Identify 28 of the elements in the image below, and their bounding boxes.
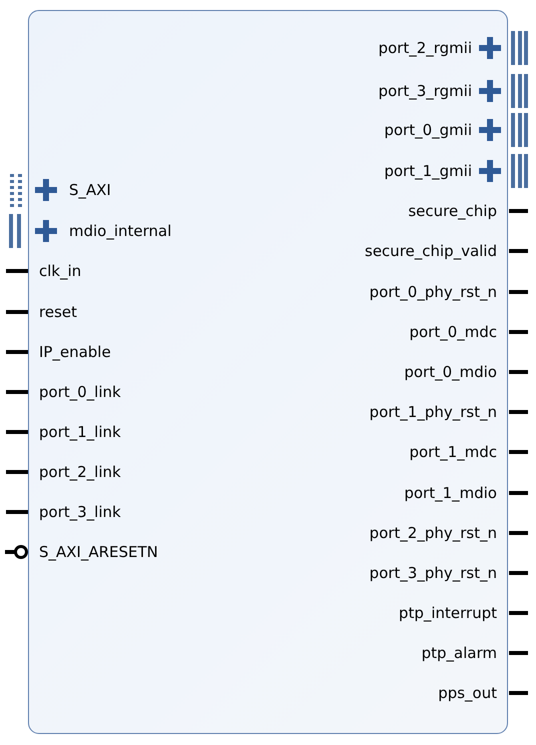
port-label: clk_in	[39, 262, 82, 280]
port-label: port_0_mdio	[404, 363, 497, 381]
port-label: port_3_link	[39, 503, 121, 521]
port-label: pps_out	[438, 684, 497, 702]
port-label: IP_enable	[39, 343, 111, 361]
port-label: port_0_link	[39, 383, 121, 401]
port-label: port_1_mdio	[404, 484, 497, 502]
port-label: port_0_mdc	[409, 323, 497, 341]
port-label: port_2_rgmii	[378, 39, 472, 57]
port-label: port_3_phy_rst_n	[369, 564, 497, 582]
port-label: port_1_gmii	[384, 162, 472, 180]
port-label: ptp_interrupt	[398, 604, 497, 622]
ip-block	[28, 10, 508, 734]
port-label: secure_chip_valid	[364, 242, 497, 260]
port-label: port_3_rgmii	[378, 82, 472, 100]
port-label: port_2_phy_rst_n	[369, 524, 497, 542]
port-label: mdio_internal	[69, 222, 172, 240]
port-label: port_0_gmii	[384, 121, 472, 139]
port-label: port_1_phy_rst_n	[369, 403, 497, 421]
port-label: port_0_phy_rst_n	[369, 283, 497, 301]
port-label: reset	[39, 303, 77, 321]
port-label: ptp_alarm	[422, 644, 497, 662]
port-label: port_1_link	[39, 423, 121, 441]
port-label: S_AXI_ARESETN	[39, 543, 158, 561]
port-label: port_1_mdc	[409, 443, 497, 461]
port-label: S_AXI	[69, 181, 111, 199]
port-label: port_2_link	[39, 463, 121, 481]
port-label: secure_chip	[408, 202, 497, 220]
